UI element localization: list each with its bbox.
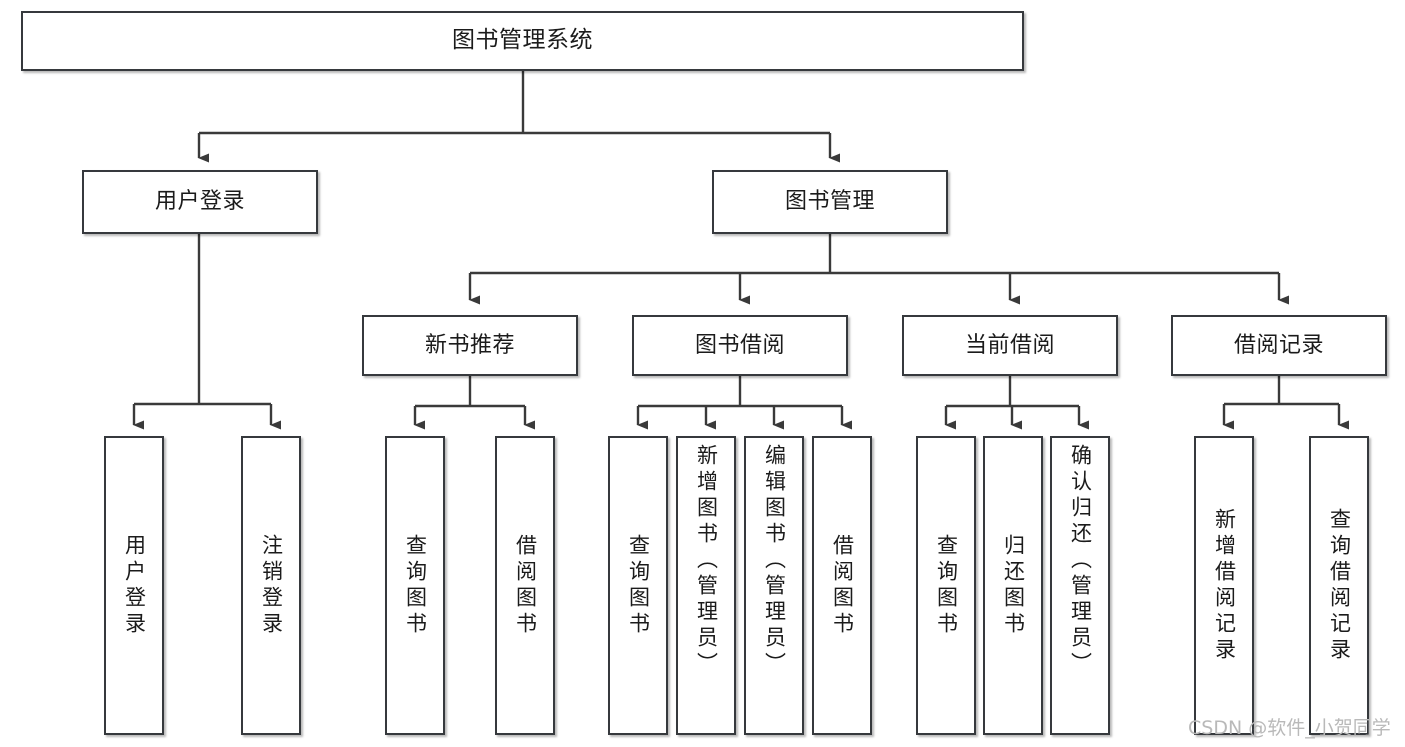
node-label: 借阅记录 — [1233, 332, 1324, 358]
node-label: 确认归还（管理员） — [1068, 444, 1093, 678]
node-new-book-recommend[interactable]: 新书推荐 — [362, 315, 578, 376]
node-label: 注销登录 — [259, 533, 284, 638]
node-label: 编辑图书（管理员） — [762, 444, 787, 678]
node-current-borrow[interactable]: 当前借阅 — [902, 315, 1118, 376]
node-borrow-record[interactable]: 借阅记录 — [1171, 315, 1387, 376]
node-label: 当前借阅 — [964, 332, 1055, 358]
node-label: 归还图书 — [1001, 533, 1026, 638]
node-label: 借阅图书 — [830, 533, 855, 638]
leaf-borrow-query-book[interactable]: 查询图书 — [608, 436, 668, 735]
leaf-current-confirm-return-admin[interactable]: 确认归还（管理员） — [1050, 436, 1110, 735]
node-user-login[interactable]: 用户登录 — [82, 170, 318, 234]
node-label: 查询图书 — [626, 533, 651, 638]
node-label: 查询图书 — [403, 533, 428, 638]
node-label: 借阅图书 — [513, 533, 538, 638]
leaf-user-login-signin[interactable]: 用户登录 — [104, 436, 164, 735]
node-book-borrow[interactable]: 图书借阅 — [632, 315, 848, 376]
leaf-borrow-borrow-book[interactable]: 借阅图书 — [812, 436, 872, 735]
leaf-record-query-record[interactable]: 查询借阅记录 — [1309, 436, 1369, 735]
leaf-current-query-book[interactable]: 查询图书 — [916, 436, 976, 735]
node-label: 新增借阅记录 — [1212, 507, 1237, 664]
leaf-recommend-query-book[interactable]: 查询图书 — [385, 436, 445, 735]
node-label: 用户登录 — [154, 189, 245, 215]
node-label: 查询图书 — [934, 533, 959, 638]
node-label: 查询借阅记录 — [1327, 507, 1352, 664]
leaf-recommend-borrow-book[interactable]: 借阅图书 — [495, 436, 555, 735]
leaf-current-return-book[interactable]: 归还图书 — [983, 436, 1043, 735]
leaf-record-add-record[interactable]: 新增借阅记录 — [1194, 436, 1254, 735]
node-label: 图书管理 — [784, 189, 875, 215]
node-label: 图书管理系统 — [452, 27, 593, 54]
node-root-system[interactable]: 图书管理系统 — [21, 11, 1024, 71]
leaf-borrow-add-book-admin[interactable]: 新增图书（管理员） — [676, 436, 736, 735]
node-label: 用户登录 — [122, 533, 147, 638]
node-book-management[interactable]: 图书管理 — [712, 170, 948, 234]
watermark-text: CSDN @软件_小贺同学 — [1188, 717, 1391, 739]
node-label: 图书借阅 — [694, 332, 785, 358]
node-label: 新增图书（管理员） — [694, 444, 719, 678]
leaf-borrow-edit-book-admin[interactable]: 编辑图书（管理员） — [744, 436, 804, 735]
leaf-user-login-signout[interactable]: 注销登录 — [241, 436, 301, 735]
node-label: 新书推荐 — [424, 332, 515, 358]
